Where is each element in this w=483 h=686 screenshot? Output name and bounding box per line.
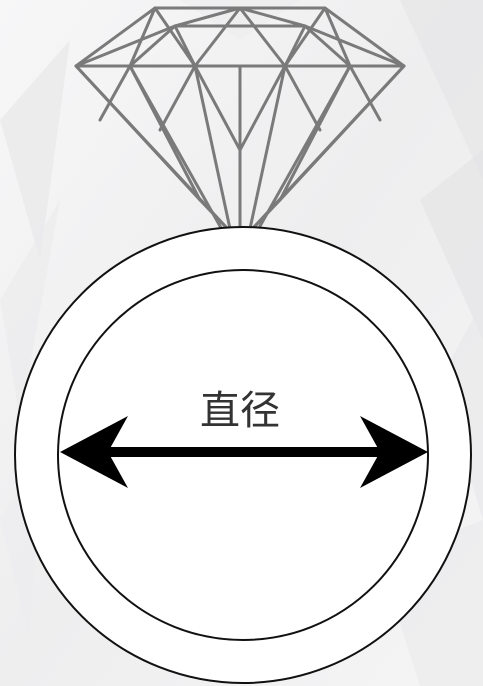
diamond-icon — [74, 6, 406, 244]
arrow-head-left — [60, 416, 128, 488]
arrow-head-right — [360, 416, 428, 488]
diameter-label: 直径 — [200, 388, 280, 434]
double-arrow-icon — [60, 416, 428, 488]
